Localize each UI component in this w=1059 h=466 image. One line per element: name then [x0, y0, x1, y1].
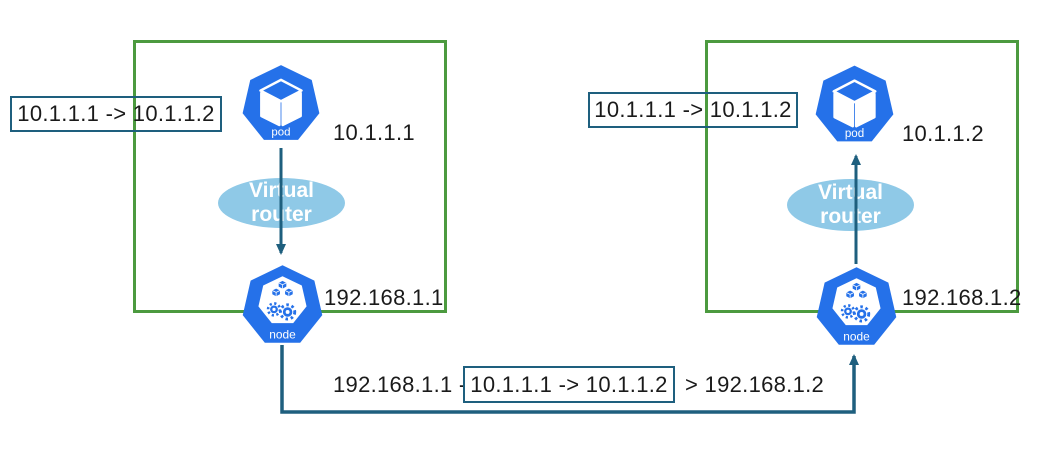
packet-label-box-left: 10.1.1.1 -> 10.1.1.2: [10, 96, 222, 132]
packet-label-box-encapsulated: 10.1.1.1 -> 10.1.1.2: [463, 366, 675, 403]
pod-icon-label: pod: [845, 127, 864, 140]
node-ip-right: 192.168.1.2: [902, 285, 1022, 310]
virtual-router-label-line2: router: [820, 205, 881, 228]
node-icon-right: node: [814, 265, 899, 351]
flow-destination-label: > 192.168.1.2: [685, 372, 825, 397]
node-cubes-glyph: [272, 280, 293, 297]
node-icon-left: node: [240, 263, 325, 349]
pod-icon-left: pod: [240, 62, 322, 147]
virtual-router-label-line1: Virtual: [818, 181, 883, 204]
node-cubes-glyph: [846, 282, 867, 299]
pod-ip-right: 10.1.1.2: [902, 121, 984, 146]
pod-ip-left: 10.1.1.1: [333, 120, 415, 145]
packet-label: 10.1.1.1 -> 10.1.1.2: [470, 371, 668, 397]
pod-icon-label: pod: [271, 127, 290, 139]
flow-source-label: 192.168.1.1 -: [333, 372, 467, 397]
node-ip-left: 192.168.1.1: [324, 285, 444, 310]
virtual-router-right: Virtual router: [787, 179, 914, 231]
packet-label: 10.1.1.1 -> 10.1.1.2: [17, 101, 215, 126]
virtual-router-label-line2: router: [251, 203, 312, 226]
virtual-router-label-line1: Virtual: [249, 179, 314, 202]
virtual-router-left: Virtual router: [218, 178, 345, 228]
packet-label-box-right: 10.1.1.1 -> 10.1.1.2: [588, 92, 798, 128]
pod-icon-right: pod: [813, 63, 896, 148]
node-icon-label: node: [843, 329, 870, 343]
packet-label: 10.1.1.1 -> 10.1.1.2: [594, 97, 792, 122]
node-icon-label: node: [269, 327, 296, 341]
